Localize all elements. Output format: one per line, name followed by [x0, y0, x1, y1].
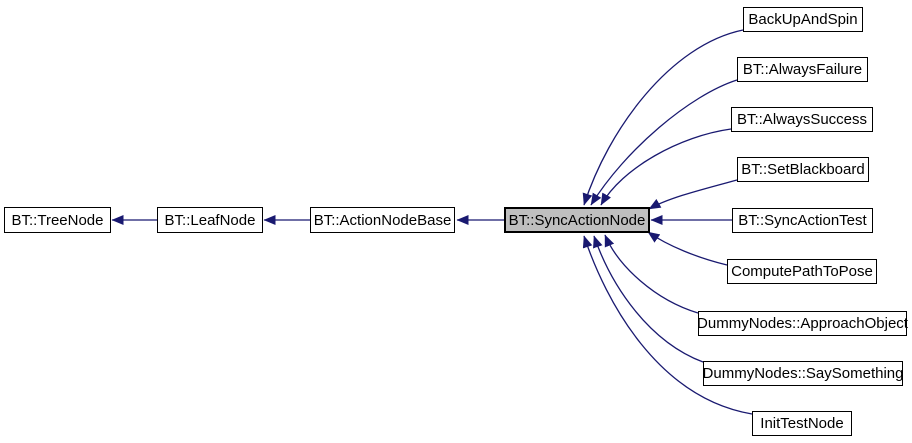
edge-inittestnode-to-syncactionnode — [582, 235, 753, 415]
class-node-bt-actionnodebase[interactable]: BT::ActionNodeBase — [310, 207, 455, 233]
edge-saysomething-to-syncactionnode — [593, 235, 704, 363]
class-node-dummynodes-approachobject[interactable]: DummyNodes::ApproachObject — [697, 311, 908, 336]
edge-backupandspin-to-syncactionnode — [582, 29, 744, 206]
class-node-bt-alwayssuccess[interactable]: BT::AlwaysSuccess — [731, 107, 873, 132]
class-node-bt-syncactionnode-selected: BT::SyncActionNode — [504, 207, 650, 233]
class-node-bt-alwaysfailure[interactable]: BT::AlwaysFailure — [737, 57, 868, 82]
class-node-bt-setblackboard[interactable]: BT::SetBlackboard — [737, 157, 869, 182]
edge-alwaysfailure-to-syncactionnode — [590, 79, 738, 206]
class-node-backupandspin[interactable]: BackUpAndSpin — [743, 7, 863, 32]
edge-alwayssuccess-to-syncactionnode — [600, 128, 732, 206]
edge-setblackboard-to-syncactionnode — [648, 179, 738, 210]
edge-computepathtopose-to-syncactionnode — [647, 231, 728, 266]
class-node-dummynodes-saysomething[interactable]: DummyNodes::SaySomething — [703, 361, 903, 386]
edge-approachobject-to-syncactionnode — [604, 234, 699, 314]
class-node-inittestnode[interactable]: InitTestNode — [752, 411, 852, 436]
class-node-computepathtopose[interactable]: ComputePathToPose — [727, 259, 877, 284]
class-node-bt-syncactiontest[interactable]: BT::SyncActionTest — [732, 208, 873, 233]
class-node-bt-leafnode[interactable]: BT::LeafNode — [157, 207, 263, 233]
class-node-bt-treenode[interactable]: BT::TreeNode — [4, 207, 111, 233]
